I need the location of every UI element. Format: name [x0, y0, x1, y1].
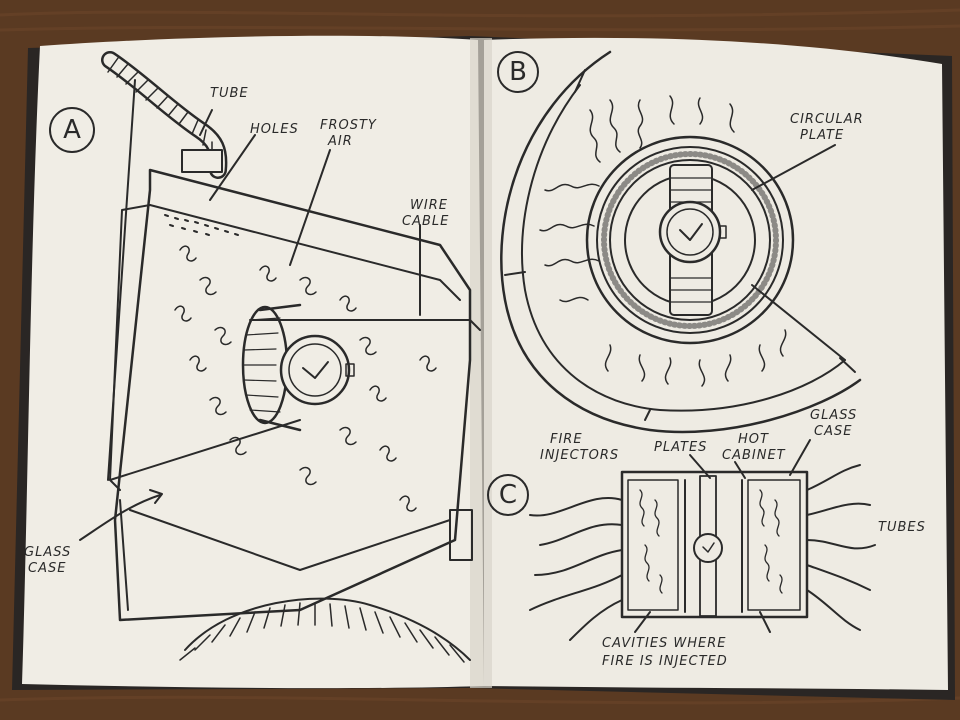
sketch-a-letter: A [63, 115, 81, 145]
sketch-a-circle [49, 107, 95, 153]
label-hot-1: HOT [738, 432, 769, 447]
sketch-c-circle [487, 474, 529, 516]
label-frosty-1: FROSTY [320, 118, 377, 133]
sketch-c [487, 439, 876, 641]
circular-plate-inner [609, 159, 771, 321]
left-page [22, 35, 484, 689]
tube-collar [181, 149, 223, 173]
label-wire-2: CABLE [402, 214, 450, 229]
label-fire-injectors-2: INJECTORS [540, 448, 620, 463]
circular-plate-outer [585, 135, 795, 345]
outer-ring-arc [500, 50, 862, 434]
sketch-c-letter: C [498, 480, 518, 510]
label-wire-1: WIRE [410, 198, 448, 213]
label-circular-2: PLATE [800, 128, 845, 143]
label-glass-case-a-1: GLASS [24, 545, 72, 560]
fire-flames [539, 95, 787, 387]
tubes [529, 464, 876, 641]
accordion-tube [184, 597, 471, 661]
label-holes: HOLES [250, 122, 299, 137]
label-fire-injectors-1: FIRE [550, 432, 583, 447]
sketch-a [49, 51, 481, 663]
holes-dots [164, 214, 239, 236]
wire-cable [249, 319, 481, 331]
right-page [484, 37, 948, 690]
hot-cabinet [620, 470, 809, 619]
label-cavities-2: FIRE IS INJECTED [602, 654, 728, 669]
wood-grain [0, 8, 960, 705]
watch-b [658, 164, 727, 316]
glass-case-box [113, 168, 472, 622]
label-glass-case-a-2: CASE [28, 561, 67, 576]
label-circular-1: CIRCULAR [790, 112, 864, 127]
label-glass-case-c-1: GLASS [810, 408, 858, 423]
label-tubes: TUBES [878, 520, 926, 535]
label-frosty-2: AIR [328, 134, 353, 149]
page-gutter [470, 38, 492, 688]
label-plates: PLATES [654, 440, 708, 455]
watch-a [241, 303, 355, 432]
glass-case-arrow [79, 494, 161, 541]
label-cavities-1: CAVITIES WHERE [602, 636, 727, 651]
sketch-b-letter: B [509, 57, 527, 87]
frosty-air [174, 245, 437, 512]
label-glass-case-c-2: CASE [814, 424, 853, 439]
label-hot-2: CABINET [722, 448, 786, 463]
sketch-b-circle [497, 51, 539, 93]
sketch-b [497, 50, 862, 434]
label-tube: TUBE [210, 86, 249, 101]
watch-c [693, 475, 723, 617]
